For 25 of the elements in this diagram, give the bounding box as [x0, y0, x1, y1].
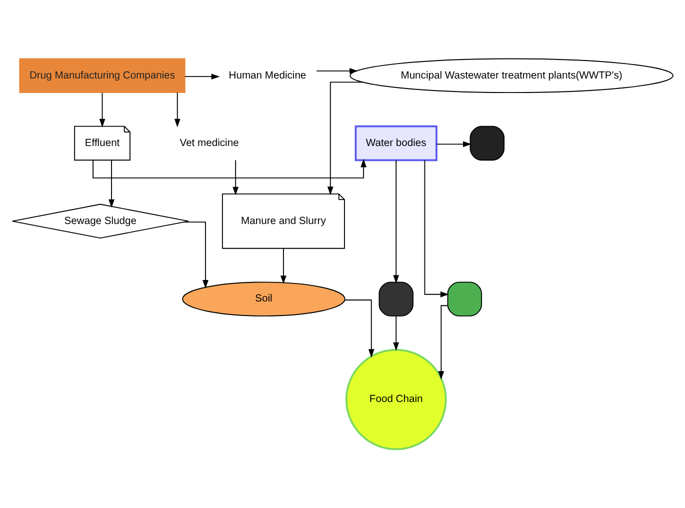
- arrow: [393, 316, 400, 351]
- node-text: Human Medicine: [228, 70, 306, 82]
- arrow: [92, 158, 367, 178]
- node-box: [378, 282, 414, 316]
- arrow: [174, 92, 180, 128]
- arrow: [424, 160, 449, 298]
- arrow: [436, 141, 472, 148]
- arrow: [393, 160, 400, 284]
- arrow: [327, 82, 364, 196]
- arrow: [344, 300, 374, 358]
- node-box: [447, 282, 482, 316]
- node-box: Drug Manufacturing Companies: [19, 58, 186, 94]
- node-text: Vet medicine: [180, 138, 239, 149]
- arrow: [232, 160, 239, 196]
- arrow: [184, 74, 220, 80]
- arrow: [280, 248, 286, 284]
- arrow: [183, 222, 208, 288]
- arrow: [316, 68, 358, 74]
- node-box: Water bodies: [354, 125, 438, 162]
- node-box: [470, 126, 505, 161]
- arrow: [99, 92, 106, 128]
- node-ellipse: Soil: [182, 282, 346, 316]
- node-diamond: Sewage Sludge: [12, 204, 189, 239]
- arrow: [438, 305, 448, 380]
- arrow: [108, 160, 114, 208]
